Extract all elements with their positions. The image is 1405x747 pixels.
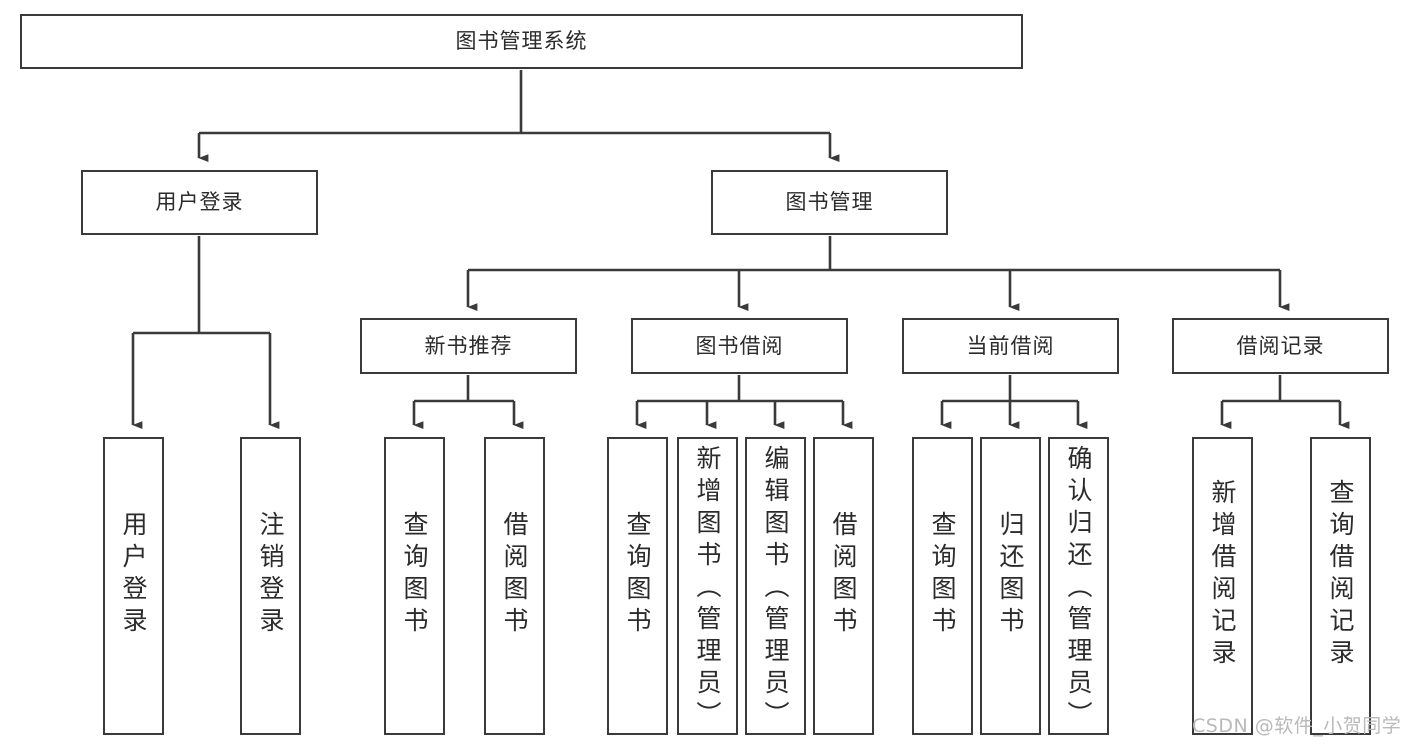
leaf-query-book-1-label: 查询图书 (400, 511, 429, 639)
leaf-borrow-book-2[interactable]: 借阅图书 (813, 437, 874, 735)
leaf-query-book-3-label: 查询图书 (928, 511, 957, 639)
node-root-label: 图书管理系统 (455, 29, 588, 54)
node-book-borrow-label: 图书借阅 (695, 333, 784, 358)
node-current-borrow[interactable]: 当前借阅 (902, 318, 1119, 374)
leaf-query-book-2[interactable]: 查询图书 (607, 437, 668, 735)
leaf-add-book-label: 新增图书（管理员） (693, 445, 722, 733)
leaf-edit-book[interactable]: 编辑图书（管理员） (745, 437, 806, 735)
leaf-return-book[interactable]: 归还图书 (980, 437, 1041, 735)
leaf-query-borrow-record[interactable]: 查询借阅记录 (1310, 437, 1371, 735)
leaf-logout-login[interactable]: 注销登录 (240, 437, 301, 735)
leaf-add-borrow-record[interactable]: 新增借阅记录 (1192, 437, 1253, 735)
node-root[interactable]: 图书管理系统 (20, 14, 1023, 69)
node-book-manage-label: 图书管理 (785, 190, 874, 215)
leaf-confirm-return-label: 确认归还（管理员） (1064, 445, 1093, 733)
node-new-book-recommend-label: 新书推荐 (424, 333, 513, 358)
node-borrow-record[interactable]: 借阅记录 (1172, 318, 1389, 374)
node-user-login[interactable]: 用户登录 (81, 170, 318, 235)
leaf-user-login-label: 用户登录 (119, 511, 148, 639)
leaf-query-book-1[interactable]: 查询图书 (384, 437, 445, 735)
node-new-book-recommend[interactable]: 新书推荐 (360, 318, 577, 374)
leaf-confirm-return[interactable]: 确认归还（管理员） (1048, 437, 1109, 735)
leaf-edit-book-label: 编辑图书（管理员） (761, 445, 790, 733)
node-user-login-label: 用户登录 (155, 190, 244, 215)
leaf-add-book[interactable]: 新增图书（管理员） (677, 437, 738, 735)
leaf-logout-login-label: 注销登录 (256, 511, 285, 639)
leaf-return-book-label: 归还图书 (996, 511, 1025, 639)
node-current-borrow-label: 当前借阅 (966, 333, 1055, 358)
leaf-borrow-book-1[interactable]: 借阅图书 (484, 437, 545, 735)
leaf-query-borrow-record-label: 查询借阅记录 (1326, 479, 1355, 671)
leaf-borrow-book-1-label: 借阅图书 (500, 511, 529, 639)
leaf-borrow-book-2-label: 借阅图书 (829, 511, 858, 639)
leaf-query-book-2-label: 查询图书 (623, 511, 652, 639)
csdn-watermark: CSDN @软件_小贺同学 (1192, 715, 1402, 737)
node-book-manage[interactable]: 图书管理 (711, 170, 948, 235)
leaf-query-book-3[interactable]: 查询图书 (912, 437, 973, 735)
node-book-borrow[interactable]: 图书借阅 (631, 318, 848, 374)
leaf-add-borrow-record-label: 新增借阅记录 (1208, 479, 1237, 671)
node-borrow-record-label: 借阅记录 (1236, 333, 1325, 358)
leaf-user-login[interactable]: 用户登录 (103, 437, 164, 735)
